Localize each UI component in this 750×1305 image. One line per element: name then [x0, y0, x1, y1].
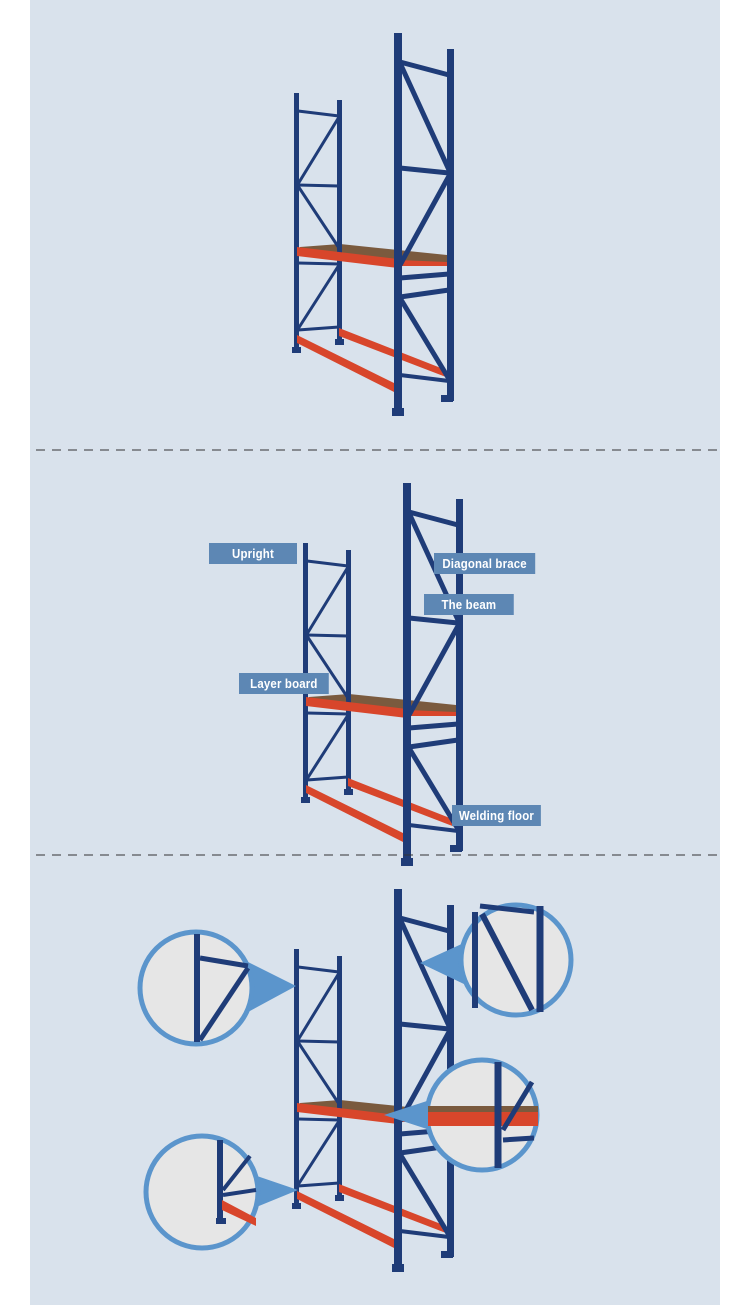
callout-upright-detail	[137, 929, 255, 1047]
rack-section-1	[292, 33, 454, 416]
callout-pointer	[254, 1175, 298, 1208]
callout-base-detail	[143, 1133, 261, 1251]
label-upright: Upright	[209, 543, 297, 564]
rack-section-3	[292, 889, 454, 1272]
callout-brace-detail	[458, 902, 574, 1018]
label-layer-board: Layer board	[239, 673, 329, 694]
label-welding-floor: Welding floor	[452, 805, 541, 826]
label-the-beam: The beam	[424, 594, 514, 615]
callout-beam-detail	[424, 1057, 540, 1173]
callout-pointer	[384, 1100, 430, 1130]
callout-pointer	[248, 962, 296, 1012]
label-diagonal-brace: Diagonal brace	[434, 553, 536, 574]
callout-pointer	[420, 942, 466, 985]
background-panel	[30, 0, 720, 1305]
